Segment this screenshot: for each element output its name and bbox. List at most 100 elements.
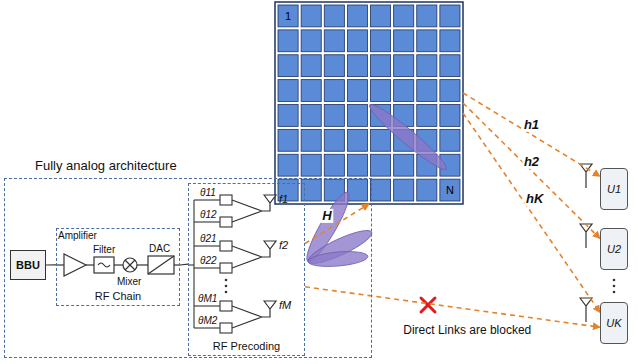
ris-element [347,80,367,102]
rf-chain-circuit [86,264,94,265]
ris-element [440,129,460,151]
signal-wire [180,264,188,266]
phase-shifter-network [220,195,232,205]
component-label: DAC [149,243,170,254]
ris-element [324,129,344,151]
component-label: Filter [93,244,115,255]
phase-shifter-network [220,241,232,251]
user-device: U2 [600,228,628,270]
ris-element [278,129,298,151]
ris-element [347,129,367,151]
ris-element [278,55,298,77]
phase-shifter-network [232,200,262,222]
channel-label: hK [524,192,545,206]
phase-label: θ12 [200,209,217,220]
ris-element [394,55,414,77]
phase-shifter-network [220,323,232,333]
ellipsis-dots [613,279,616,282]
channel-label: h1 [522,117,541,131]
user-device: U1 [600,168,628,210]
ris-element [394,5,414,27]
ris-element [394,30,414,52]
phase-shifter-network [193,200,194,328]
ris-element [278,105,298,127]
ris-element [278,30,298,52]
ris-element [371,179,391,201]
ris-element [278,5,298,27]
ris-element [301,80,321,102]
ris-element [324,154,344,176]
ris-element [371,55,391,77]
antenna-label: f2 [279,239,288,251]
phase-shifter-network [194,305,220,306]
phase-shifter-network [220,217,232,227]
ris-element [371,30,391,52]
ris-element [347,55,367,77]
ris-element [275,2,463,204]
element-index: N [446,184,454,196]
phase-shifter-network [232,306,262,328]
ris-element [324,80,344,102]
ris-element [324,5,344,27]
ris-element [324,55,344,77]
phase-shifter-network [194,221,220,222]
ris-element [347,30,367,52]
ris-element [394,179,414,201]
ris-element [301,55,321,77]
ris-element [417,55,437,77]
phase-shifter-network [220,301,232,311]
ris-element [324,105,344,127]
rf-chain-circuit [125,260,135,270]
rf-chain-circuit [125,260,135,270]
ris-element [440,55,460,77]
antenna-symbol [580,298,592,322]
link-note: Direct Links are blocked [401,324,533,337]
ris-element [347,179,367,201]
antenna-label: f1 [279,193,288,205]
ris-panel [275,2,463,204]
ris-element [371,80,391,102]
phase-label: θM2 [198,315,217,326]
rf-chain-circuit [114,264,123,265]
node-label: U2 [607,243,621,255]
ris-element [417,80,437,102]
ris-element [394,80,414,102]
rf-chain-circuit [64,254,86,276]
component-label: Amplifier [58,230,97,241]
ellipsis-dots [225,291,228,294]
element-index: 1 [285,10,291,22]
antenna-symbol [580,164,592,188]
ris-element [440,80,460,102]
ris-element [371,129,391,151]
rf-chain-circuit [148,256,174,274]
antenna-symbol [262,241,276,257]
ris-element [301,30,321,52]
phase-shifter-network [188,195,262,333]
phase-shifter-network [194,327,220,328]
phase-shifter-network [194,245,220,246]
ris-element [278,154,298,176]
ris-element [347,105,367,127]
phase-shifter-network [232,246,262,268]
signal-wire [46,264,56,265]
rf-chain-circuit [137,264,148,265]
beam [308,249,369,268]
ris-element [301,154,321,176]
ellipsis-dots [225,279,616,294]
channel-link [463,113,600,312]
beam [301,99,451,269]
ris-element [417,105,437,127]
beam [365,99,451,174]
rf-chain-circuit [98,263,110,267]
ris-element [347,154,367,176]
ellipsis-dots [225,279,228,282]
channel-link [305,204,369,244]
phase-label: θ22 [200,255,217,266]
ris-element [417,30,437,52]
architecture-frame: BBURF ChainRF PrecodingFully analog arch… [4,178,372,358]
channel-label: h2 [522,155,541,169]
node-label: U1 [607,183,621,195]
antenna-symbol [580,224,592,248]
phase-label: θ11 [200,187,216,198]
ris-panel: 1N [275,2,463,204]
